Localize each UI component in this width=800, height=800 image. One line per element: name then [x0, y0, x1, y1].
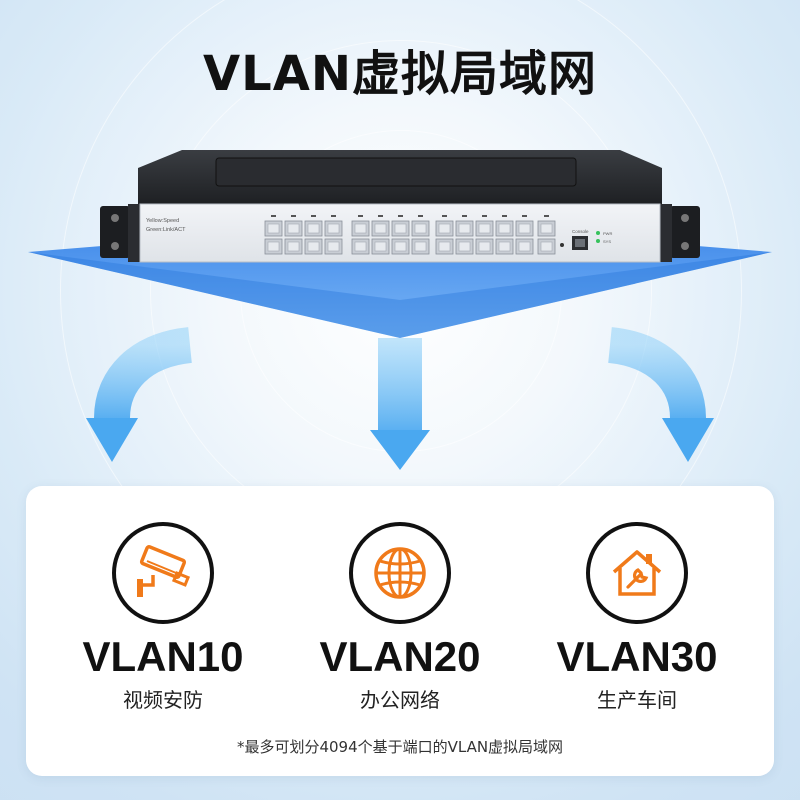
arrow-center	[370, 338, 430, 470]
led-sys-label: SYS	[603, 239, 611, 244]
led-pwr	[596, 231, 600, 235]
port-led	[418, 215, 423, 217]
sfp-port-cage	[414, 223, 427, 234]
port-led	[358, 215, 363, 217]
sfp-port-cage	[374, 223, 387, 234]
vlan-desc: 生产车间	[597, 688, 677, 712]
globe-icon	[349, 522, 451, 624]
sfp-port-cage	[354, 223, 367, 234]
legend-line2: Green:Link/ACT	[146, 227, 186, 233]
console-label: Console	[572, 229, 589, 234]
vlan-desc: 视频安防	[123, 688, 203, 712]
sfp-port-cage	[518, 223, 531, 234]
sfp-port-cage	[478, 241, 491, 252]
rack-ear-hole	[111, 242, 119, 250]
port-led	[462, 215, 467, 217]
port-led	[291, 215, 296, 217]
port-led	[378, 215, 383, 217]
sfp-port-cage	[540, 241, 553, 252]
sfp-port-cage	[307, 223, 320, 234]
sfp-port-cage	[287, 223, 300, 234]
sfp-port-cage	[458, 241, 471, 252]
vlan-name: VLAN10	[82, 633, 244, 680]
led-pwr-label: PWR	[603, 231, 612, 236]
vlan-name: VLAN20	[319, 633, 481, 680]
port-led	[482, 215, 487, 217]
sfp-port-cage	[394, 223, 407, 234]
sfp-port-cage	[374, 241, 387, 252]
vlan-desc: 办公网络	[360, 688, 440, 712]
sfp-port-cage	[354, 241, 367, 252]
footnote: *最多可划分4094个基于端口的VLAN虚拟局域网	[236, 738, 564, 756]
house-wrench-icon	[586, 522, 688, 624]
vlan-item-30: VLAN30 生产车间	[537, 522, 737, 713]
port-led	[442, 215, 447, 217]
port-led	[398, 215, 403, 217]
vlan-name: VLAN30	[556, 633, 718, 680]
reset-button	[560, 243, 564, 247]
port-led	[271, 215, 276, 217]
port-led	[331, 215, 336, 217]
port-led	[502, 215, 507, 217]
sfp-port-cage	[327, 241, 340, 252]
blue-plane-shade	[28, 252, 772, 338]
chassis-side-right	[660, 204, 672, 262]
vlan-card: VLAN10 视频安防 VLAN20 办公网络	[26, 486, 774, 776]
vlan-item-10: VLAN10 视频安防	[63, 522, 263, 713]
sfp-port-cage	[540, 223, 553, 234]
sfp-port-cage	[478, 223, 491, 234]
legend-line1: Yellow:Speed	[146, 218, 179, 224]
sfp-port-cage	[438, 241, 451, 252]
arrow-right	[607, 327, 714, 462]
page-title: VLAN虚拟局域网	[202, 46, 598, 102]
sfp-port-cage	[394, 241, 407, 252]
arrow-left	[86, 327, 193, 462]
security-camera-icon	[112, 522, 214, 624]
port-led	[311, 215, 316, 217]
rack-ear-hole	[111, 214, 119, 222]
sfp-port-cage	[438, 223, 451, 234]
rack-ear-hole	[681, 242, 689, 250]
sfp-port-cage	[267, 223, 280, 234]
port-led	[522, 215, 527, 217]
sfp-port-cage	[267, 241, 280, 252]
sfp-port-cage	[327, 223, 340, 234]
sfp-port-group	[264, 215, 556, 255]
sfp-port-cage	[414, 241, 427, 252]
rack-ear-right	[670, 206, 700, 258]
sfp-port-cage	[307, 241, 320, 252]
sfp-port-cage	[287, 241, 300, 252]
sfp-port-cage	[458, 223, 471, 234]
rack-ear-left	[100, 206, 130, 258]
port-led	[544, 215, 549, 217]
vlan-item-20: VLAN20 办公网络	[300, 522, 500, 713]
sfp-port-cage	[498, 241, 511, 252]
switch-top-panel	[215, 157, 577, 187]
chassis-side-left	[128, 204, 140, 262]
sfp-port-cage	[498, 223, 511, 234]
rack-ear-hole	[681, 214, 689, 222]
led-sys	[596, 239, 600, 243]
sfp-port-cage	[518, 241, 531, 252]
